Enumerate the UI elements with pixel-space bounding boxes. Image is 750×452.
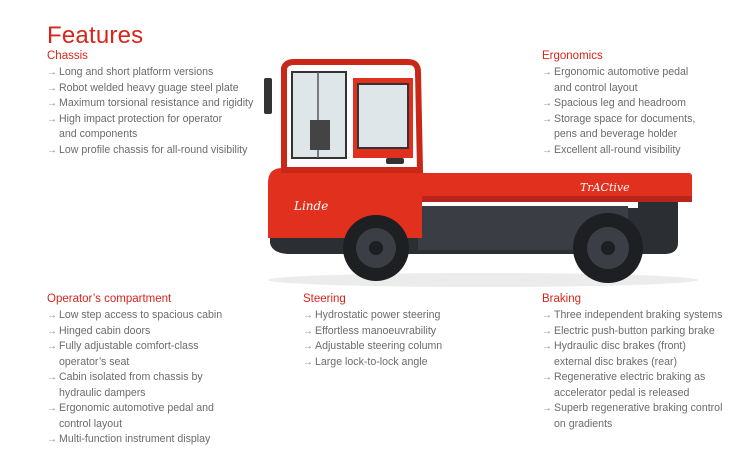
- arrow-icon: →: [303, 356, 313, 368]
- page-title: Features: [47, 22, 144, 50]
- section-title-steering: Steering: [303, 293, 346, 305]
- arrow-icon: →: [47, 341, 57, 352]
- arrow-icon: →: [47, 67, 57, 78]
- arrow-icon: →: [303, 310, 313, 321]
- list-item: →Regenerative electric braking as: [542, 370, 722, 386]
- brand-logo: Linde: [293, 199, 328, 213]
- list-item: →Low step access to spacious cabin: [47, 308, 222, 324]
- list-item: →Robot welded heavy guage steel plate: [47, 81, 253, 97]
- list-item-continuation: pens and beverage holder: [554, 128, 678, 140]
- ergonomics-list: →Ergonomic automotive pedal and control …: [542, 65, 695, 158]
- arrow-icon: →: [47, 372, 57, 383]
- arrow-icon: →: [303, 341, 313, 352]
- list-item-continuation: and components: [59, 128, 138, 140]
- tow-tractor-illustration: Linde TrACtive: [264, 59, 698, 287]
- arrow-icon: →: [47, 144, 57, 156]
- section-braking: Braking →Three independent braking syste…: [542, 293, 722, 432]
- arrow-icon: →: [542, 67, 552, 78]
- list-item-continuation: and control layout: [554, 81, 638, 94]
- chassis-list: →Long and short platform versions →Robot…: [47, 65, 253, 158]
- rear-wheel: [573, 213, 643, 283]
- arrow-icon: →: [542, 98, 552, 109]
- list-item: →Hinged cabin doors: [47, 324, 222, 340]
- section-title-operator: Operator’s compartment: [47, 293, 172, 305]
- list-item: →Hydrostatic power steering: [303, 308, 442, 324]
- operator-list: →Low step access to spacious cabin →Hing…: [47, 308, 222, 448]
- model-badge: TrACtive: [580, 181, 630, 194]
- arrow-icon: →: [47, 325, 57, 337]
- arrow-icon: →: [47, 98, 57, 109]
- arrow-icon: →: [47, 82, 57, 94]
- list-item: →Long and short platform versions: [47, 65, 253, 81]
- list-item-continuation: accelerator pedal is released: [554, 386, 690, 399]
- list-item: →Ergonomic automotive pedal: [542, 65, 695, 81]
- arrow-icon: →: [542, 325, 552, 337]
- braking-list: →Three independent braking systems →Elec…: [542, 308, 722, 432]
- list-item: →Superb regenerative braking control: [542, 401, 722, 417]
- list-item: →Three independent braking systems: [542, 308, 722, 324]
- arrow-icon: →: [542, 341, 552, 352]
- section-title-ergonomics: Ergonomics: [542, 50, 603, 62]
- list-item: →Excellent all-round visibility: [542, 143, 695, 159]
- steering-list: →Hydrostatic power steering →Effortless …: [303, 308, 442, 370]
- list-item: →Cabin isolated from chassis by: [47, 370, 222, 386]
- section-title-chassis: Chassis: [47, 50, 88, 62]
- section-operator-compartment: Operator’s compartment →Low step access …: [47, 293, 222, 448]
- front-wheel: [343, 215, 409, 281]
- list-item: →Adjustable steering column: [303, 339, 442, 355]
- arrow-icon: →: [542, 310, 552, 321]
- list-item-continuation: control layout: [59, 417, 123, 430]
- arrow-icon: →: [47, 434, 57, 445]
- list-item: →Fully adjustable comfort-class: [47, 339, 222, 355]
- list-item: →High impact protection for operator: [47, 112, 253, 128]
- section-steering: Steering →Hydrostatic power steering →Ef…: [303, 293, 442, 370]
- list-item: →Ergonomic automotive pedal and: [47, 401, 222, 417]
- list-item: →Large lock-to-lock angle: [303, 355, 442, 371]
- list-item: →Hydraulic disc brakes (front): [542, 339, 722, 355]
- arrow-icon: →: [542, 144, 552, 156]
- list-item: →Low profile chassis for all-round visib…: [47, 143, 253, 159]
- arrow-icon: →: [47, 310, 57, 321]
- list-item: →Electric push-button parking brake: [542, 324, 722, 340]
- list-item: →Multi-function instrument display: [47, 432, 222, 448]
- arrow-icon: →: [542, 372, 552, 383]
- section-title-braking: Braking: [542, 293, 581, 305]
- list-item: →Storage space for documents,: [542, 112, 695, 128]
- arrow-icon: →: [303, 325, 313, 337]
- list-item: →Spacious leg and headroom: [542, 96, 695, 112]
- arrow-icon: →: [542, 113, 552, 125]
- list-item-continuation: hydraulic dampers: [59, 386, 146, 399]
- arrow-icon: →: [542, 403, 552, 414]
- arrow-icon: →: [47, 403, 57, 414]
- section-ergonomics: Ergonomics →Ergonomic automotive pedal a…: [542, 50, 695, 158]
- list-item-continuation: external disc brakes (rear): [554, 355, 678, 368]
- list-item-continuation: on gradients: [554, 417, 613, 430]
- list-item: →Maximum torsional resistance and rigidi…: [47, 96, 253, 112]
- list-item-continuation: operator’s seat: [59, 355, 130, 368]
- arrow-icon: →: [47, 113, 57, 125]
- list-item: →Effortless manoeuvrability: [303, 324, 442, 340]
- section-chassis: Chassis →Long and short platform version…: [47, 50, 253, 158]
